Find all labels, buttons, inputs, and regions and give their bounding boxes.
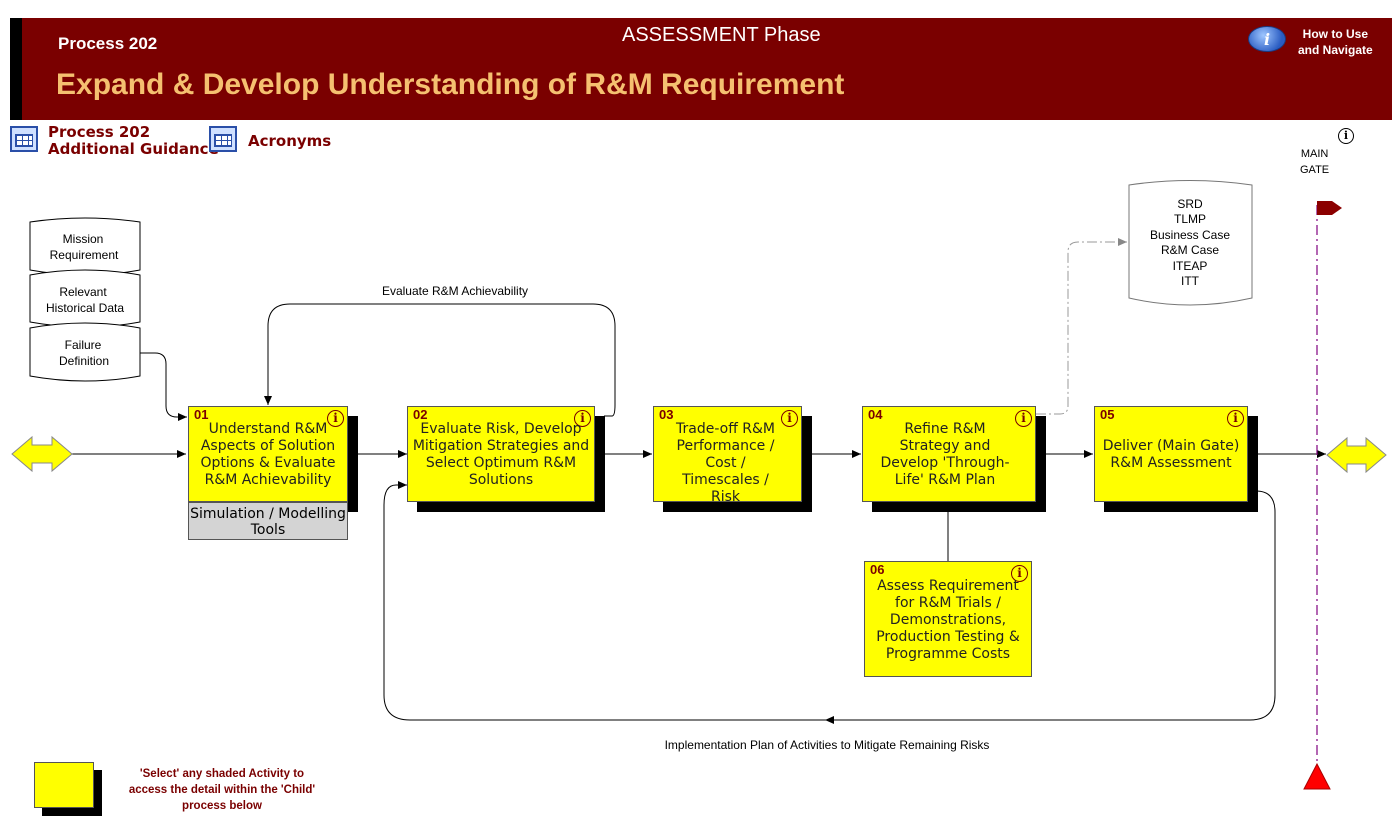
page-title: Expand & Develop Understanding of R&M Re… [56,68,845,101]
activity-label: Understand R&M Aspects of Solution Optio… [200,421,336,488]
loop-bottom-label: Implementation Plan of Activities to Mit… [665,738,990,752]
table-icon[interactable] [10,126,38,152]
activity-06[interactable]: 06 i Assess Requirement for R&M Trials /… [864,561,1032,677]
activity-number: 06 [870,562,885,577]
output-tlmp: TLMP [1174,212,1206,226]
guidance-line-1: Process 202 [48,123,151,141]
info-icon[interactable]: i [1338,128,1354,144]
output-arrow [1036,238,1127,415]
help-line-1: How to Use [1302,27,1369,41]
feedback-loop-bottom-return [383,481,830,721]
main-gate-line1: MAIN [1300,148,1329,160]
legend-text: 'Select' any shaded Activity to access t… [128,768,316,812]
output-srd: SRD [1177,197,1203,211]
activity-03[interactable]: 03 i Trade-off R&M Performance / Cost / … [653,406,802,505]
info-icon[interactable]: i [1011,565,1028,582]
input-mission-line2: Requirement [50,248,119,262]
activity-number: 04 [868,407,883,422]
activity-label: Deliver (Main Gate) R&M Assessment [1102,438,1240,471]
acronyms-link[interactable]: Acronyms [248,132,332,150]
table-icon[interactable] [209,126,237,152]
info-icon[interactable]: i [1227,410,1244,427]
activity-number: 03 [659,407,674,422]
info-icon[interactable]: i [574,410,591,427]
guidance-line-2: Additional Guidance [48,140,219,158]
output-business-case: Business Case [1150,228,1230,242]
flag-icon [1317,201,1342,215]
activity-label: Refine R&M Strategy and Develop 'Through… [880,421,1010,488]
activity-04[interactable]: 04 i Refine R&M Strategy and Develop 'Th… [862,406,1036,502]
output-document-shape [1128,180,1253,306]
info-icon[interactable]: i [1248,26,1286,52]
info-icon[interactable]: i [1015,410,1032,427]
loop-top-label: Evaluate R&M Achievability [382,284,528,298]
document-shape [29,217,141,276]
feedback-loop-bottom [825,490,1276,724]
output-itt: ITT [1181,274,1200,288]
process-label: Process 202 [58,34,158,53]
input-arrow [140,352,187,421]
feedback-loop-top [264,303,616,417]
activity-label: Evaluate Risk, Develop Mitigation Strate… [412,421,590,488]
activity-label: Assess Requirement for R&M Trials / Demo… [876,578,1020,662]
how-to-use-link[interactable]: How to Use and Navigate [1298,26,1373,58]
input-failure-line1: Failure [65,338,102,352]
input-mission-line1: Mission [63,232,104,246]
input-historical-line2: Historical Data [46,301,124,315]
input-documents: Mission Requirement Relevant Historical … [29,217,141,382]
exit-double-arrow-icon[interactable] [1326,436,1387,474]
activity-number: 02 [413,407,428,422]
entry-double-arrow-icon[interactable] [11,435,73,473]
main-gate-line2: GATE [1300,164,1330,176]
gate-triangle-icon [1303,762,1331,790]
activity-01[interactable]: 01 i Understand R&M Aspects of Solution … [188,406,348,502]
header-banner: Process 202 ASSESSMENT Phase Expand & De… [10,18,1392,120]
main-gate-label: MAIN GATE [1300,146,1329,178]
simulation-tools-box: Simulation / Modelling Tools [188,502,348,540]
help-line-2: and Navigate [1298,43,1373,57]
output-iteap: ITEAP [1173,259,1208,273]
document-shape [29,322,141,382]
additional-guidance-link[interactable]: Process 202 Additional Guidance [48,124,219,158]
info-icon[interactable]: i [327,410,344,427]
activity-02[interactable]: 02 i Evaluate Risk, Develop Mitigation S… [407,406,595,502]
input-failure-line2: Definition [59,354,109,368]
activity-number: 01 [194,407,209,422]
legend-swatch [34,762,94,808]
phase-label: ASSESSMENT Phase [622,24,821,46]
activity-05[interactable]: 05 i Deliver (Main Gate) R&M Assessment [1094,406,1248,502]
activity-label: Trade-off R&M Performance / Cost / Times… [675,421,776,505]
output-rm-case: R&M Case [1161,243,1219,257]
input-historical-line1: Relevant [59,285,107,299]
output-documents: SRD TLMP Business Case R&M Case ITEAP IT… [1150,197,1230,288]
info-icon[interactable]: i [781,410,798,427]
activity-number: 05 [1100,407,1115,422]
